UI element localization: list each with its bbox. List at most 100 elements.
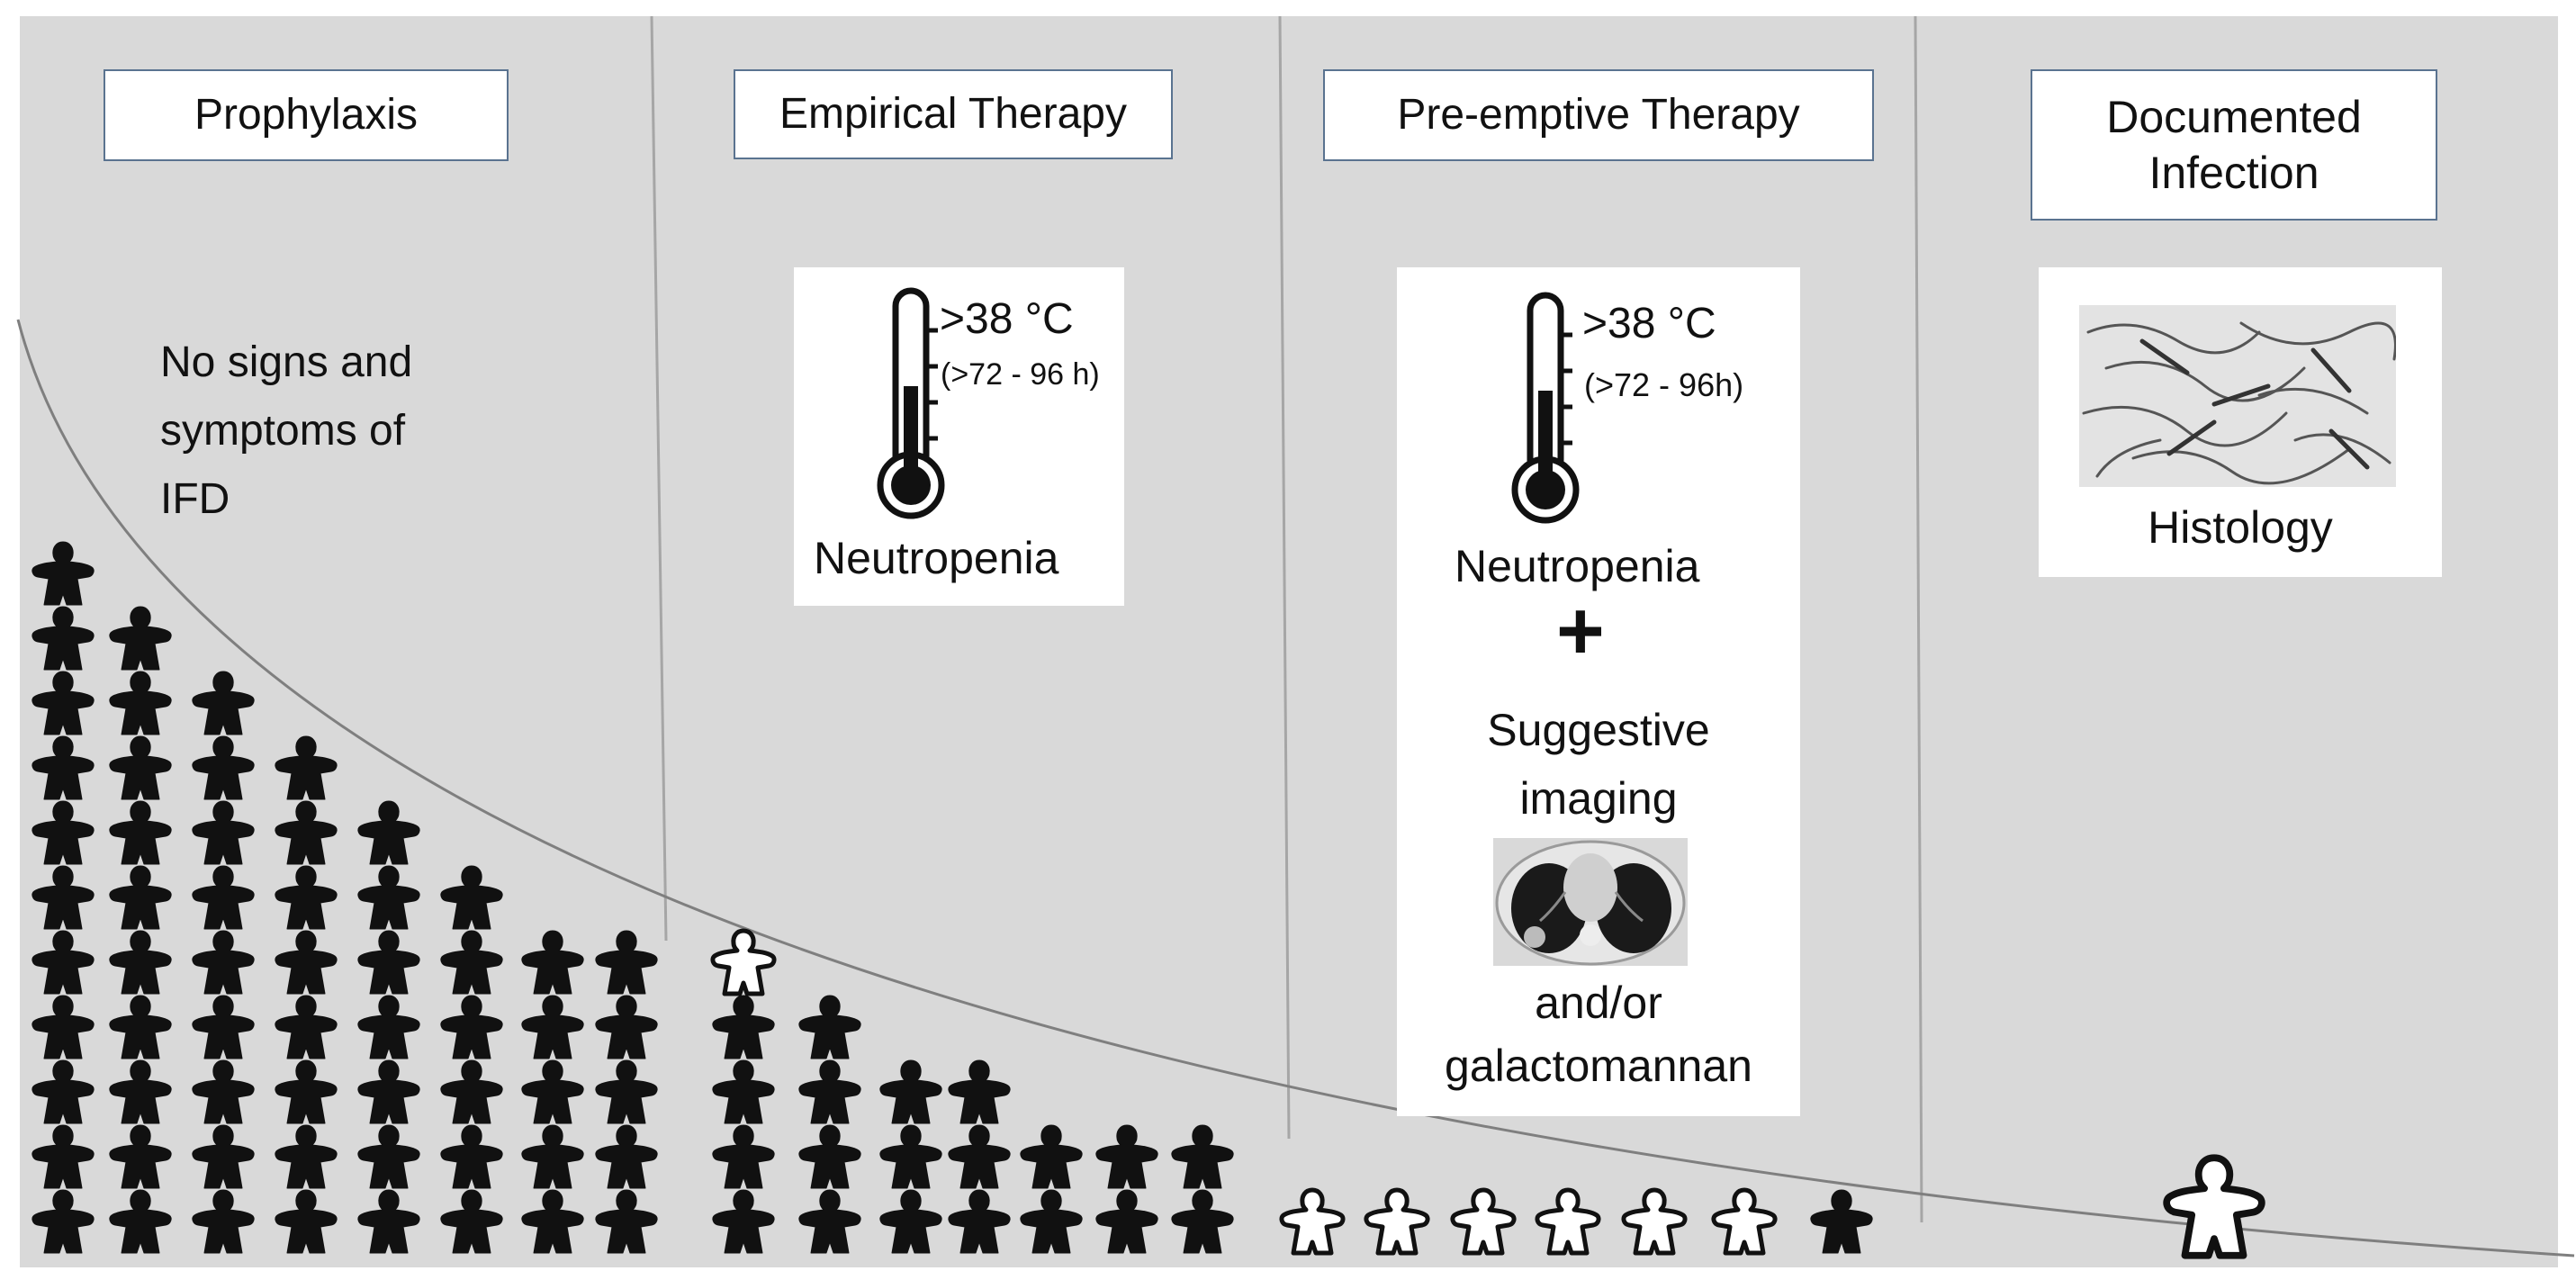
neutropenia-label: Neutropenia xyxy=(814,533,1059,583)
patient-figure xyxy=(712,1059,775,1124)
imaging-text-line: Suggestive xyxy=(1487,705,1710,755)
patient-figure xyxy=(440,930,503,995)
patient-figure xyxy=(32,800,95,865)
prophylaxis-text-line: symptoms of xyxy=(160,407,406,455)
phase-divider-3 xyxy=(1914,15,1923,1223)
neutropenia-label: Neutropenia xyxy=(1455,541,1700,591)
thermometer-icon xyxy=(877,287,945,519)
andor-text-line: galactomannan xyxy=(1445,1041,1752,1091)
patient-figure xyxy=(1171,1189,1234,1254)
patient-figure xyxy=(798,1059,861,1124)
patient-figure xyxy=(192,671,255,735)
phase-label-documented: Documented Infection xyxy=(2031,69,2437,221)
patient-figure xyxy=(521,1189,584,1254)
patient-figure xyxy=(1095,1189,1158,1254)
patient-figure xyxy=(948,1124,1011,1189)
patient-figure xyxy=(521,1059,584,1124)
preemptive-criteria-card: >38 °C (>72 - 96h) Neutropenia + Suggest… xyxy=(1397,267,1800,1116)
patient-figure xyxy=(275,1059,338,1124)
patient-figure xyxy=(109,1124,172,1189)
patient-figure xyxy=(357,865,420,930)
patient-figure xyxy=(357,930,420,995)
patient-figure xyxy=(521,995,584,1059)
patient-figure xyxy=(798,995,861,1059)
patient-figure xyxy=(440,865,503,930)
galactomannan-label: and/or galactomannan xyxy=(1397,971,1800,1097)
fever-duration: (>72 - 96h) xyxy=(1584,366,1744,403)
chest-ct-image xyxy=(1493,838,1688,966)
patient-figure xyxy=(595,930,658,995)
patient-figure xyxy=(595,995,658,1059)
patient-figure xyxy=(32,1124,95,1189)
prophylaxis-description: No signs and symptoms of IFD xyxy=(160,329,412,534)
patient-figure xyxy=(712,1124,775,1189)
patient-figure xyxy=(32,1059,95,1124)
patient-figure-infected xyxy=(710,928,777,996)
patient-figure xyxy=(521,930,584,995)
patient-figure xyxy=(879,1124,942,1189)
patient-figure xyxy=(109,1059,172,1124)
patient-figure xyxy=(192,800,255,865)
patient-figure-infected xyxy=(1279,1187,1346,1256)
patient-figure xyxy=(275,865,338,930)
patient-figure xyxy=(275,995,338,1059)
patient-figure xyxy=(275,930,338,995)
patient-figure xyxy=(595,1189,658,1254)
patient-figure xyxy=(275,1124,338,1189)
patient-figure xyxy=(275,735,338,800)
patient-figure xyxy=(32,865,95,930)
patient-figure xyxy=(1171,1124,1234,1189)
patient-figure xyxy=(948,1189,1011,1254)
plus-sign: + xyxy=(1556,585,1605,677)
patient-figure xyxy=(357,1189,420,1254)
patient-figure xyxy=(798,1124,861,1189)
empirical-criteria-card: >38 °C (>72 - 96 h) Neutropenia xyxy=(794,267,1124,606)
patient-figure xyxy=(275,1189,338,1254)
imaging-label: Suggestive imaging xyxy=(1397,696,1800,833)
patient-figure xyxy=(192,930,255,995)
patient-figure xyxy=(32,541,95,606)
patient-figure xyxy=(192,1189,255,1254)
histology-image xyxy=(2079,305,2396,487)
phase-divider-1 xyxy=(650,15,668,942)
patient-figure xyxy=(440,1059,503,1124)
patient-figure xyxy=(192,865,255,930)
patient-figure xyxy=(357,800,420,865)
patient-figure xyxy=(192,1124,255,1189)
patient-figure xyxy=(440,995,503,1059)
patient-figure-infected xyxy=(1711,1187,1778,1256)
patient-figure xyxy=(595,1059,658,1124)
patient-figure-infected xyxy=(1621,1187,1688,1256)
patient-figure xyxy=(1020,1189,1083,1254)
patient-figure xyxy=(1020,1124,1083,1189)
phase-label-empirical: Empirical Therapy xyxy=(734,69,1173,159)
patient-figure xyxy=(192,735,255,800)
patient-figure xyxy=(712,1189,775,1254)
patient-figure-infected xyxy=(1535,1187,1601,1256)
patient-figure xyxy=(357,1059,420,1124)
patient-figure xyxy=(109,606,172,671)
patient-figure xyxy=(32,995,95,1059)
patient-figure xyxy=(109,930,172,995)
patient-figure xyxy=(32,671,95,735)
andor-text-line: and/or xyxy=(1535,978,1662,1028)
fever-duration: (>72 - 96 h) xyxy=(941,357,1100,392)
patient-figure xyxy=(798,1189,861,1254)
thermometer-icon xyxy=(1511,292,1580,524)
prophylaxis-text-line: No signs and xyxy=(160,338,413,386)
patient-figure xyxy=(521,1124,584,1189)
patient-figure xyxy=(192,995,255,1059)
patient-figure xyxy=(948,1059,1011,1124)
patient-figure xyxy=(275,800,338,865)
incidence-decay-curve xyxy=(16,319,2575,1257)
patient-figure xyxy=(32,735,95,800)
phase-label-preemptive: Pre-emptive Therapy xyxy=(1323,69,1874,161)
imaging-text-line: imaging xyxy=(1519,773,1678,824)
patient-figure xyxy=(109,800,172,865)
patient-figure xyxy=(357,995,420,1059)
temperature-threshold: >38 °C xyxy=(940,295,1074,343)
documented-criteria-card: Histology xyxy=(2039,267,2442,577)
